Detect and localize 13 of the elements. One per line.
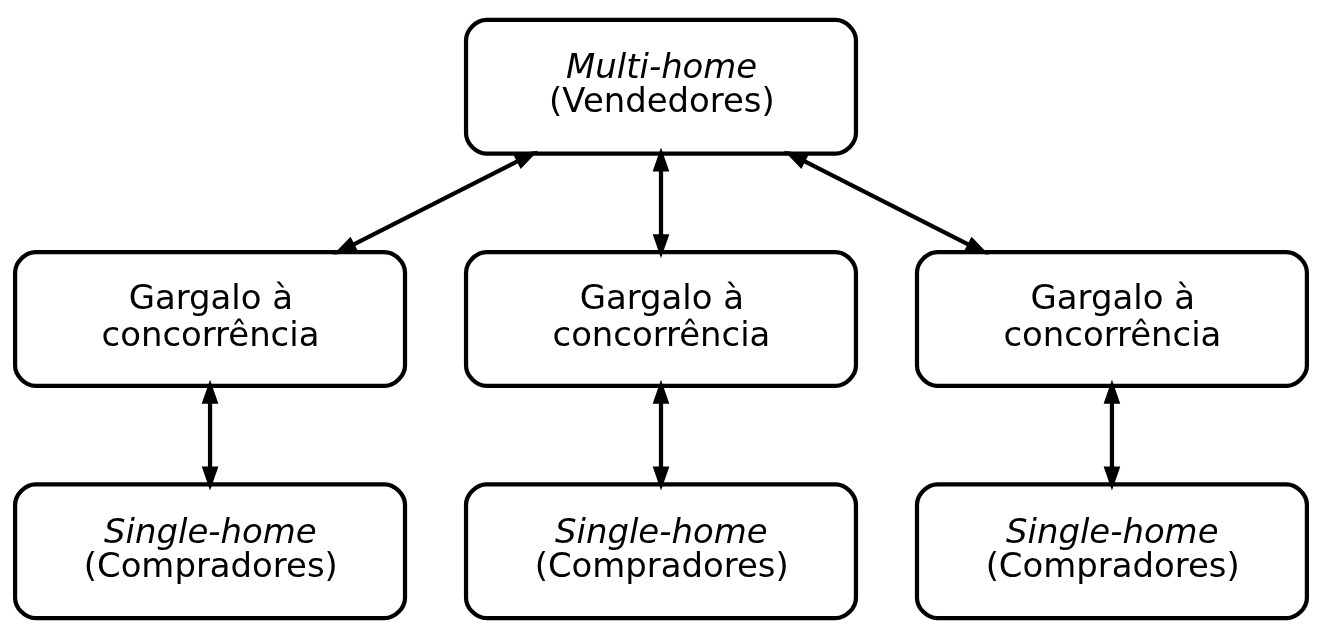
node-box: Multi-home (Vendedores) (463, 17, 859, 156)
node-box: Gargalo à concorrência (463, 249, 859, 388)
node-box: Gargalo à concorrência (914, 249, 1310, 388)
node-box: Single-home (Compradores) (914, 481, 1310, 620)
arrow (1103, 379, 1121, 490)
node-box: Gargalo à concorrência (12, 249, 408, 388)
arrow (652, 379, 670, 490)
arrow (783, 150, 989, 255)
node-box: Single-home (Compradores) (463, 481, 859, 620)
arrow (652, 147, 670, 258)
arrow (333, 150, 539, 255)
arrow (201, 379, 219, 490)
node-box: Single-home (Compradores) (12, 481, 408, 620)
